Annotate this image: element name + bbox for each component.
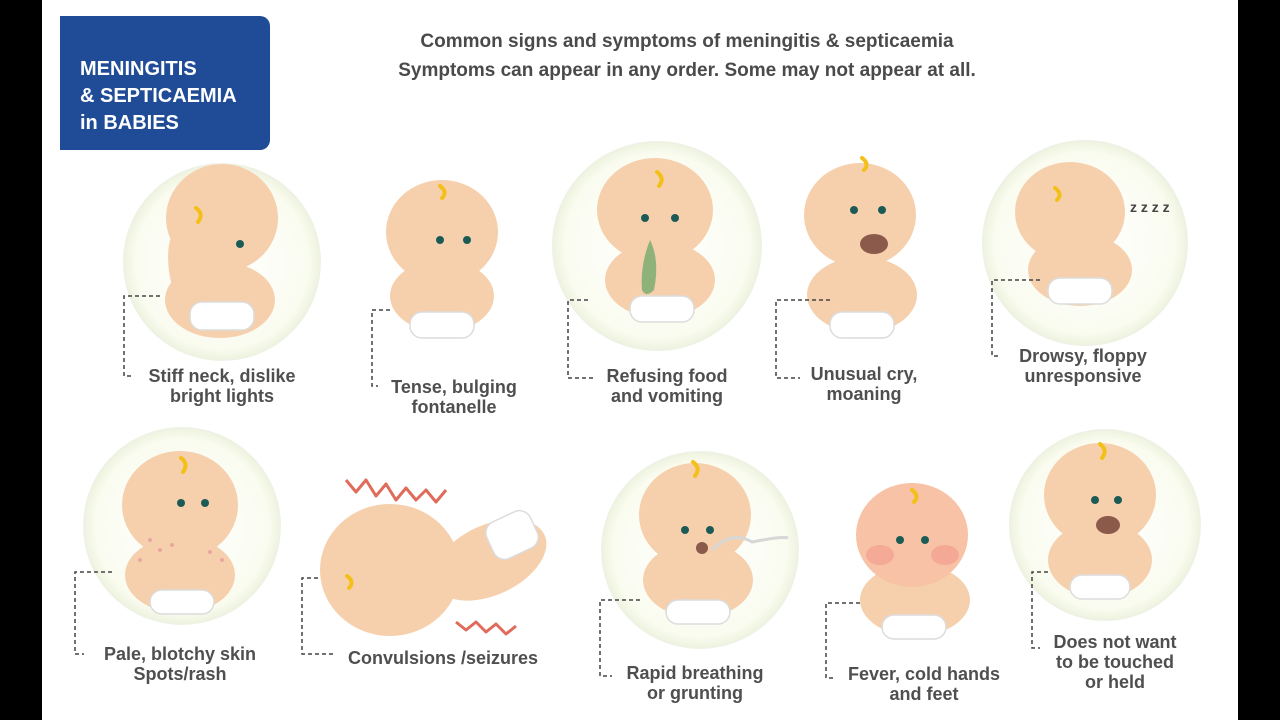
caption-line: unresponsive — [1024, 366, 1142, 386]
caption-line: and feet — [889, 684, 959, 704]
caption-line: to be touched — [1056, 652, 1174, 672]
caption-stiff-neck: Stiff neck, dislike bright lights — [122, 366, 322, 406]
caption-line: or held — [1084, 672, 1145, 692]
rash-spots — [138, 538, 224, 562]
title-badge: MENINGITIS & SEPTICAEMIA in BABIES — [60, 16, 270, 150]
caption-line: Spots/rash — [133, 664, 227, 684]
caption-line: Unusual cry, — [810, 364, 918, 384]
caption-fever: Fever, cold hands and feet — [834, 664, 1014, 704]
caption-line: fontanelle — [411, 397, 497, 417]
badge-line-2: & SEPTICAEMIA — [80, 85, 237, 107]
hair-curls — [179, 156, 1107, 590]
page-title: Common signs and symptoms of meningitis … — [420, 31, 954, 52]
caption-fontanelle: Tense, bulging fontanelle — [374, 377, 534, 417]
badge-line-3: in BABIES — [80, 112, 179, 134]
caption-line: Stiff neck, dislike — [148, 366, 296, 386]
caption-line: bright lights — [170, 386, 274, 406]
caption-line: Rapid breathing — [626, 663, 764, 683]
diapers — [149, 277, 1131, 640]
leader-lines — [74, 279, 1048, 679]
caption-line: and vomiting — [611, 386, 723, 406]
caption-line: or grunting — [647, 683, 743, 703]
caption-not-touched: Does not want to be touched or held — [1040, 632, 1190, 692]
page-subtitle: Symptoms can appear in any order. Some m… — [398, 60, 976, 81]
breath-puff — [710, 536, 789, 552]
caption-rapid-breathing: Rapid breathing or grunting — [616, 663, 774, 703]
caption-line: Drowsy, floppy — [1019, 346, 1147, 366]
baby-eyes — [177, 206, 1122, 544]
fever-flush — [866, 545, 959, 565]
caption-line: Refusing food — [606, 366, 728, 386]
infographic: MENINGITIS & SEPTICAEMIA in BABIES Commo… — [42, 0, 1238, 720]
vomit-shape — [641, 240, 657, 294]
caption-line: Pale, blotchy skin — [103, 644, 257, 664]
caption-line: Does not want — [1053, 632, 1177, 652]
caption-line: moaning — [826, 384, 902, 404]
sleep-z-text: z z z z — [1130, 199, 1170, 215]
caption-drowsy: Drowsy, floppy unresponsive — [1008, 346, 1158, 386]
caption-line: Fever, cold hands — [847, 664, 1001, 684]
caption-convulsions: Convulsions /seizures — [334, 648, 552, 668]
badge-line-1: MENINGITIS — [80, 58, 197, 80]
convulsion-zigzags — [344, 478, 517, 636]
caption-line: Convulsions /seizures — [347, 648, 539, 668]
caption-line: Tense, bulging — [391, 377, 517, 397]
caption-unusual-cry: Unusual cry, moaning — [794, 364, 934, 404]
caption-vomiting: Refusing food and vomiting — [592, 366, 742, 406]
baby-mouths — [696, 234, 1120, 554]
caption-blotchy-skin: Pale, blotchy skin Spots/rash — [90, 644, 270, 684]
baby-illustrations: z z z z — [74, 140, 1201, 679]
